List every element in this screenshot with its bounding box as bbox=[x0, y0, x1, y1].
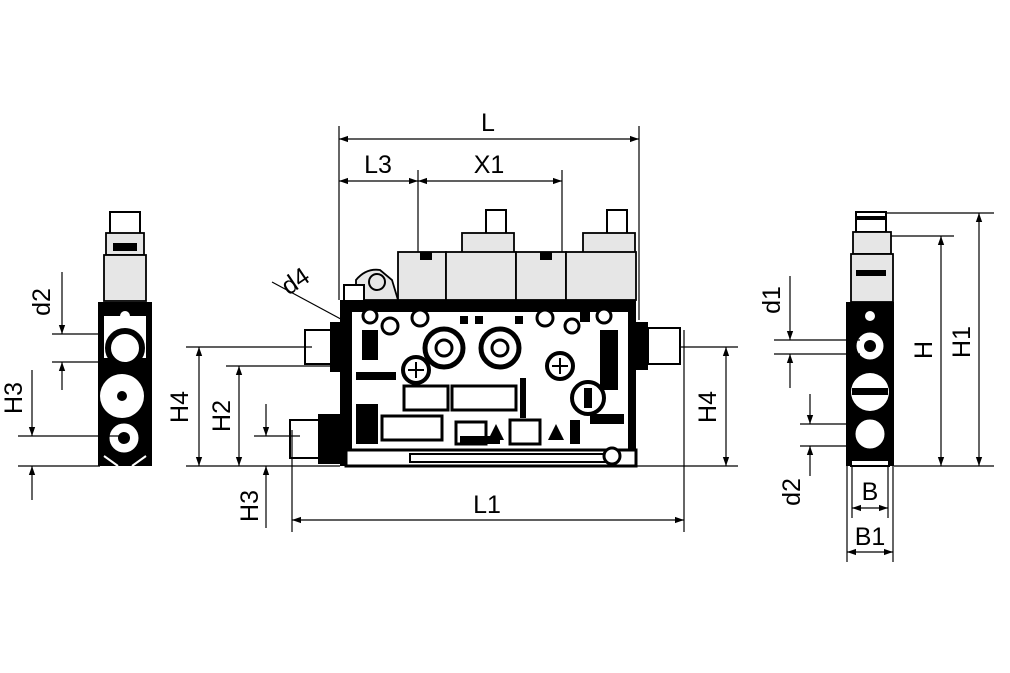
left-view-cap bbox=[109, 211, 141, 235]
coil-2-body bbox=[565, 251, 637, 301]
front-l3-label: L3 bbox=[364, 151, 392, 179]
left-view-port-middle-center bbox=[117, 391, 127, 401]
left-side-view bbox=[98, 211, 152, 467]
right-view-port-middle-bar bbox=[852, 388, 888, 395]
front-h4-right-label: H4 bbox=[694, 391, 722, 423]
body-top-band bbox=[352, 306, 628, 312]
left-d2-label: d2 bbox=[28, 288, 56, 316]
right-d2-label: d2 bbox=[778, 478, 806, 506]
coil-1-body bbox=[445, 251, 517, 301]
right-fitting bbox=[647, 327, 681, 365]
coil-2-plug bbox=[606, 209, 628, 235]
pressure-gauge bbox=[355, 268, 400, 301]
front-x1-label: X1 bbox=[474, 151, 505, 179]
top-screws bbox=[361, 307, 613, 336]
left-view-base-detail bbox=[103, 455, 147, 467]
left-h3-label: H3 bbox=[0, 382, 28, 414]
front-l1-label: L1 bbox=[473, 491, 501, 519]
d4-leader bbox=[271, 281, 351, 325]
gauge-dial bbox=[368, 273, 386, 291]
right-b1-label: B1 bbox=[855, 523, 886, 551]
right-view-cap bbox=[855, 211, 887, 233]
right-view-port-upper-center bbox=[864, 340, 876, 352]
coil-2-marker bbox=[540, 252, 552, 260]
left-fitting-lower-collar bbox=[318, 414, 340, 464]
right-view-solenoid bbox=[850, 253, 894, 303]
left-view-port-upper bbox=[105, 328, 145, 368]
front-l-label: L bbox=[481, 109, 495, 137]
left-fitting-upper-collar bbox=[330, 322, 340, 372]
main-ports bbox=[401, 326, 606, 416]
right-side-view bbox=[846, 211, 894, 467]
front-h2-label: H2 bbox=[208, 400, 236, 432]
base-rail-screw bbox=[602, 446, 622, 466]
left-view-connector-slot bbox=[113, 243, 137, 251]
right-b-label: B bbox=[862, 478, 879, 506]
base-rail-slot bbox=[409, 453, 607, 463]
front-h3-label: H3 bbox=[236, 490, 264, 522]
left-view-port-lower-center bbox=[118, 432, 130, 444]
gauge-fitting bbox=[343, 284, 365, 302]
coil-1-plug bbox=[485, 209, 507, 235]
coil-1-marker bbox=[420, 252, 432, 260]
left-view-small-hole bbox=[120, 311, 130, 321]
right-view-cap-band bbox=[856, 216, 886, 220]
right-fitting-collar bbox=[636, 322, 648, 370]
front-d4-label: d4 bbox=[276, 262, 315, 301]
left-fitting-lower bbox=[289, 419, 321, 459]
right-view-solenoid-band bbox=[856, 270, 886, 276]
right-h-label: H bbox=[910, 341, 938, 359]
right-view-small-hole bbox=[865, 311, 875, 321]
front-h4-left-label: H4 bbox=[166, 391, 194, 423]
left-view-dimensions: d2 H3 bbox=[0, 272, 120, 500]
right-view-connector bbox=[852, 231, 892, 255]
right-view-port-lower bbox=[850, 414, 890, 454]
right-view-dimensions: H1 H d1 d2 B B1 bbox=[758, 212, 994, 562]
right-d1-label: d1 bbox=[758, 286, 786, 314]
body-internals bbox=[356, 330, 624, 446]
left-view-solenoid bbox=[103, 254, 147, 302]
right-h1-label: H1 bbox=[948, 326, 976, 358]
front-view bbox=[289, 209, 681, 468]
right-view-base bbox=[850, 459, 890, 467]
